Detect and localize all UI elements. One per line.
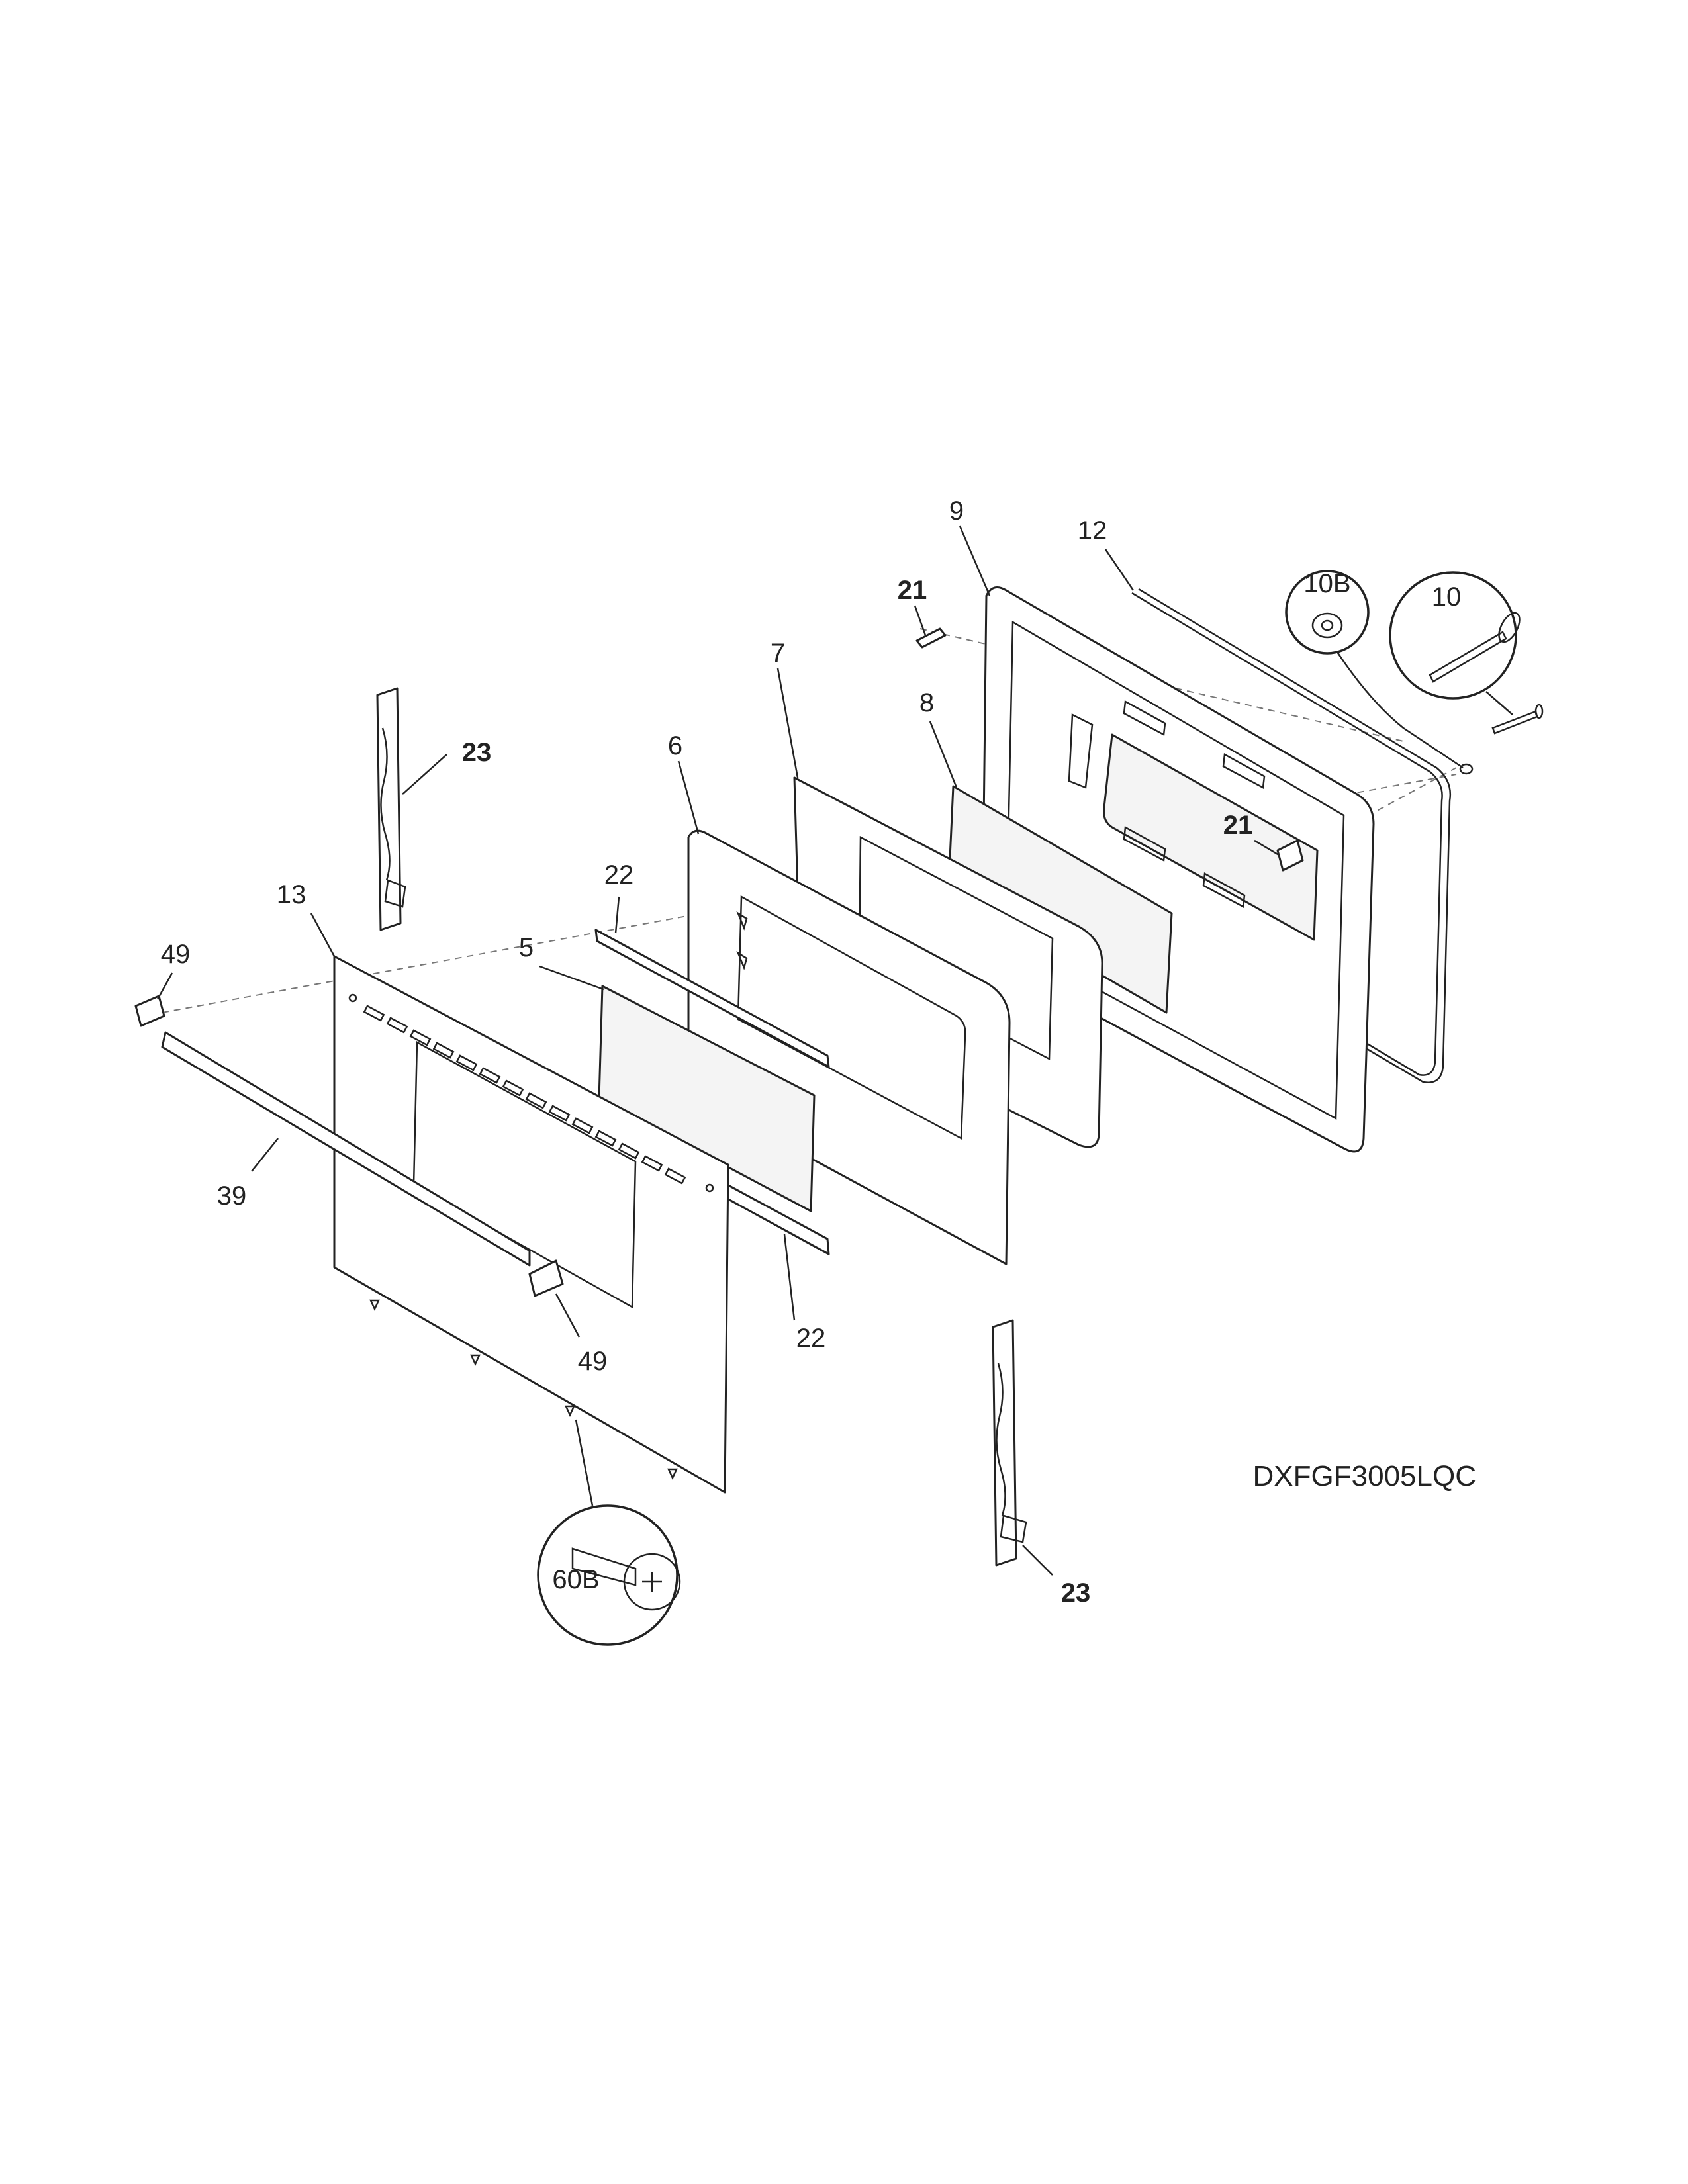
part-49-end-cap-right[interactable] (528, 1259, 581, 1338)
part-5-window-glass[interactable] (539, 965, 816, 1212)
part-10-screw-callout[interactable] (1389, 571, 1544, 735)
part-21-bracket-lower[interactable] (1254, 839, 1304, 872)
part-10b-washer-callout[interactable] (1285, 570, 1474, 775)
label-49-right: 49 (578, 1347, 608, 1376)
door-bottom-screws[interactable] (369, 1299, 678, 1480)
label-8: 8 (919, 688, 934, 717)
door-vent-slots (363, 1005, 686, 1185)
label-9: 9 (949, 496, 964, 525)
part-number-labels: 5 6 7 8 9 10 10B 12 13 21 21 22 22 23 23… (161, 496, 1462, 1608)
label-21-upper: 21 (898, 576, 927, 605)
label-7: 7 (771, 639, 785, 668)
label-23-upper: 23 (462, 738, 492, 767)
part-23-hinge-upper[interactable] (376, 687, 447, 931)
label-10b: 10B (1303, 569, 1350, 598)
part-6-inner-door-panel[interactable] (677, 760, 1011, 1265)
label-12: 12 (1078, 516, 1107, 545)
part-12-door-gasket[interactable] (1104, 549, 1452, 1083)
label-60b: 60B (552, 1565, 599, 1594)
part-8-inner-glass[interactable] (929, 721, 1173, 1014)
label-10: 10 (1432, 582, 1462, 612)
label-23-lower: 23 (1061, 1578, 1091, 1608)
label-6: 6 (668, 731, 682, 760)
label-5: 5 (519, 933, 534, 962)
part-21-bracket-upper[interactable] (914, 605, 947, 649)
model-number: DXFGF3005LQC (1253, 1460, 1476, 1492)
part-49-end-cap-left[interactable] (134, 972, 173, 1027)
part-60b-screw-callout[interactable] (537, 1419, 681, 1646)
label-22-upper: 22 (604, 860, 634, 889)
label-39: 39 (217, 1181, 247, 1210)
part-13-outer-door-panel[interactable] (310, 913, 729, 1494)
label-13: 13 (277, 880, 306, 909)
part-39-bottom-trim[interactable] (161, 1031, 531, 1267)
label-21-lower: 21 (1223, 811, 1253, 840)
label-49-left: 49 (161, 940, 191, 969)
part-23-hinge-lower[interactable] (992, 1319, 1053, 1576)
label-22-lower: 22 (796, 1324, 826, 1353)
part-9-inner-door-liner[interactable] (959, 525, 1375, 1153)
part-22-channel-upper[interactable] (594, 896, 830, 1068)
